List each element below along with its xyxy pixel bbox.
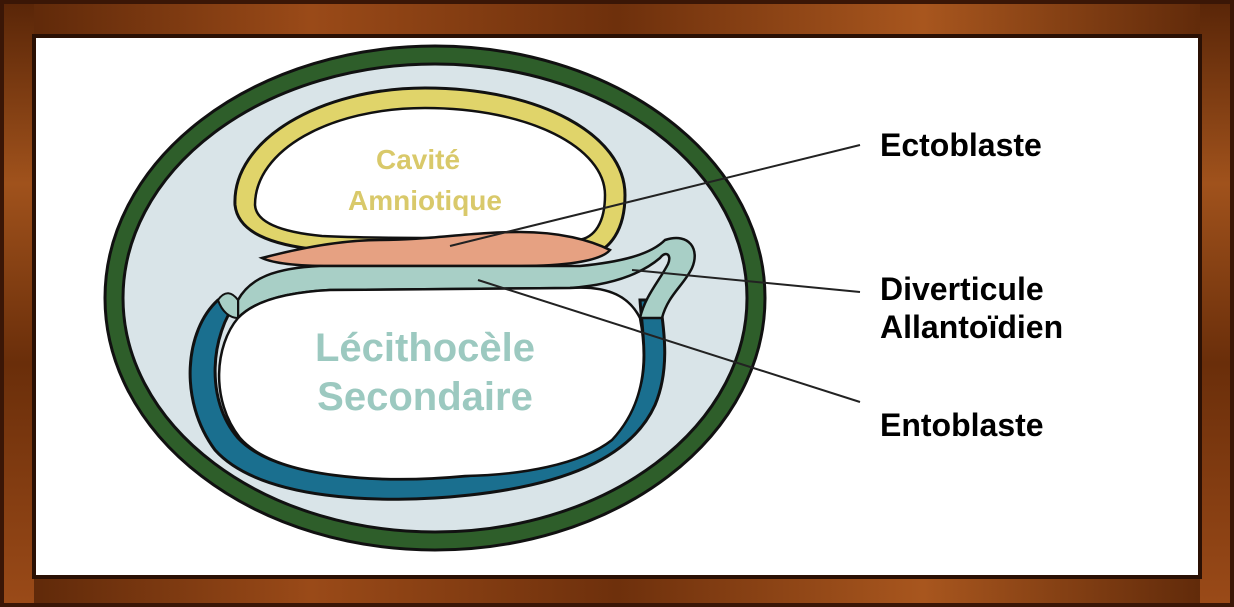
entoblaste-label: Entoblaste [880,407,1044,443]
cavite-label-line2: Amniotique [348,185,502,216]
diverticule-label-line1: Diverticule [880,271,1044,307]
cavite-label-line1: Cavité [376,144,460,175]
ectoblaste-label: Ectoblaste [880,127,1042,163]
lecithocele-label-line2: Secondaire [317,375,533,419]
lecithocele-label-line1: Lécithocèle [315,326,535,370]
diverticule-label-line2: Allantoïdien [880,309,1063,345]
